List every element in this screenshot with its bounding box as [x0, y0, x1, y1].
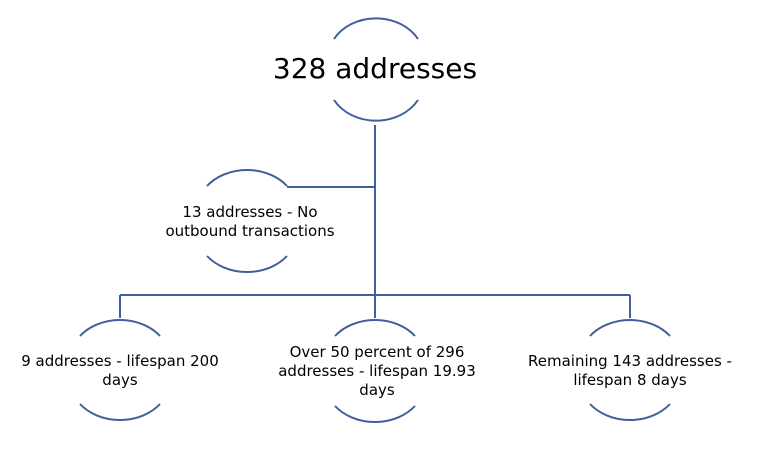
side-node-bottom-arc — [206, 255, 288, 273]
root-node-bottom-arc — [333, 99, 419, 122]
child-3-bottom-arc — [589, 403, 671, 421]
child-2-bottom-arc — [334, 405, 416, 423]
root-node-top-arc — [333, 17, 419, 40]
side-node-label: 13 addresses - No outbound transactions — [165, 203, 335, 240]
child-3-top-arc — [589, 319, 671, 337]
child-node-3-label: Remaining 143 addresses - lifespan 8 day… — [528, 352, 732, 389]
side-node-top-arc — [206, 169, 288, 187]
child-node-1-label: 9 addresses - lifespan 200 days — [21, 352, 219, 389]
root-node-label: 328 addresses — [272, 52, 478, 85]
child-1-top-arc — [79, 319, 161, 337]
child-2-top-arc — [334, 319, 416, 337]
child-node-2-label: Over 50 percent of 296 addresses - lifes… — [278, 343, 476, 399]
child-1-bottom-arc — [79, 403, 161, 421]
